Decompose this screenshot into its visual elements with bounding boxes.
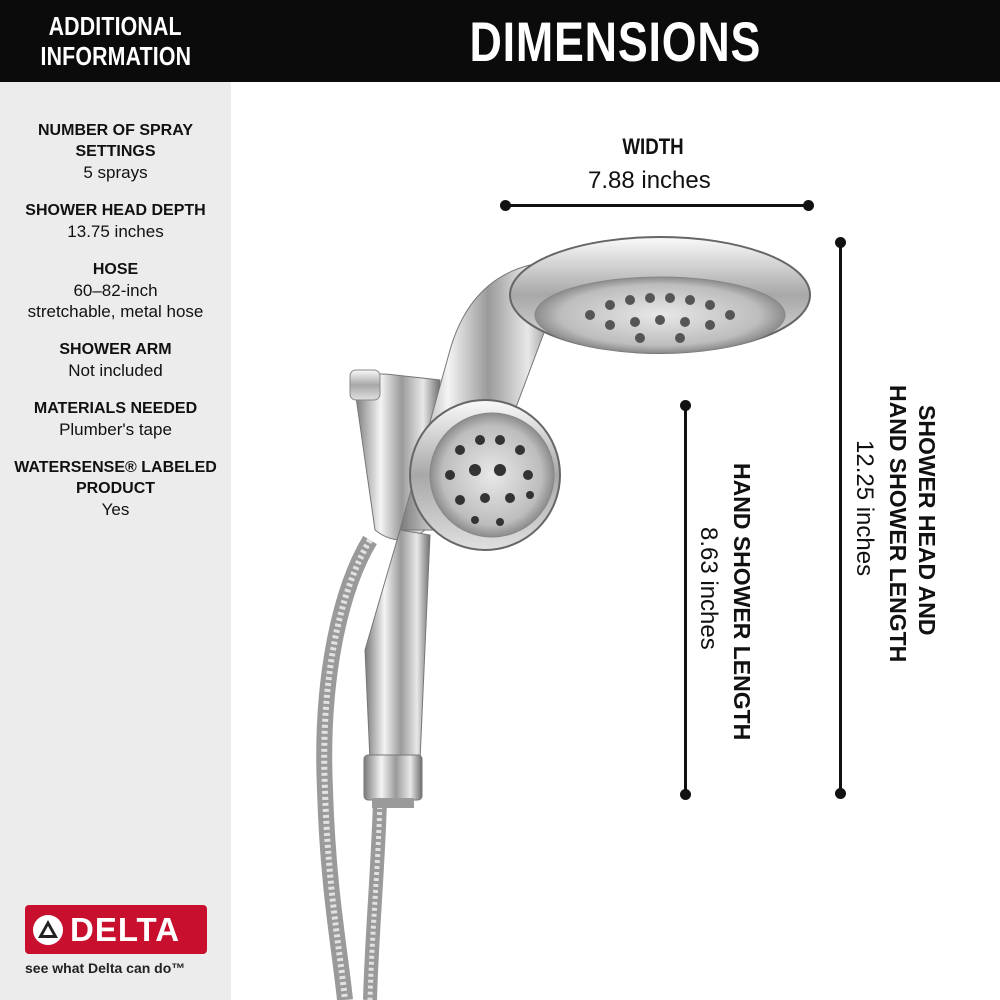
spec-value: 13.75 inches (67, 222, 164, 241)
spec-label: NUMBER OF SPRAY SETTINGS (38, 122, 193, 160)
sidebar-header-line1: ADDITIONAL (48, 11, 183, 41)
spec-materials: MATERIALS NEEDED Plumber's tape (0, 398, 231, 440)
spec-label: WATERSENSE® LABELED PRODUCT (14, 459, 217, 497)
spec-value: Not included (68, 361, 163, 380)
hand-length-value: 8.63 inches (695, 527, 722, 650)
combined-line-end-dot (835, 237, 846, 248)
spec-list: NUMBER OF SPRAY SETTINGS 5 sprays SHOWER… (0, 120, 231, 537)
spec-value: Yes (101, 500, 130, 519)
info-sidebar (0, 0, 231, 1000)
hand-length-line (684, 405, 687, 795)
delta-logo: DELTA (25, 905, 207, 954)
spec-hose: HOSE 60–82-inch stretchable, metal hose (0, 259, 231, 322)
spec-label: SHOWER HEAD DEPTH (25, 202, 206, 219)
spec-value: Plumber's tape (59, 420, 172, 439)
spec-value: 5 sprays (83, 163, 148, 182)
combined-line-end-dot (835, 788, 846, 799)
spec-label: HOSE (92, 261, 139, 278)
main-header: DIMENSIONS (231, 0, 1000, 82)
sidebar-header-line2: INFORMATION (40, 41, 191, 71)
combined-length-value: 12.25 inches (851, 440, 878, 577)
shower-head-illustration (316, 236, 811, 1000)
sidebar-header: ADDITIONAL INFORMATION (0, 0, 231, 82)
combined-length-line (839, 242, 842, 794)
hand-line-end-dot (680, 789, 691, 800)
width-line-end-dot (500, 200, 511, 211)
combined-length-label-line2: HAND SHOWER LENGTH (885, 385, 911, 663)
page-title: DIMENSIONS (469, 9, 762, 73)
spec-label: SHOWER ARM (59, 341, 172, 358)
width-value: 7.88 inches (588, 167, 711, 194)
spec-value: 60–82-inch stretchable, metal hose (27, 281, 204, 321)
brand-name: DELTA (70, 910, 181, 948)
spec-watersense: WATERSENSE® LABELED PRODUCT Yes (0, 457, 231, 520)
spec-spray-settings: NUMBER OF SPRAY SETTINGS 5 sprays (0, 120, 231, 183)
spec-shower-arm: SHOWER ARM Not included (0, 339, 231, 381)
width-line-end-dot (803, 200, 814, 211)
combined-length-label-line1: SHOWER HEAD AND (914, 405, 940, 636)
hand-line-end-dot (680, 400, 691, 411)
width-dimension-line (505, 204, 808, 207)
spec-head-depth: SHOWER HEAD DEPTH 13.75 inches (0, 200, 231, 242)
spec-label: MATERIALS NEEDED (33, 400, 198, 417)
hand-length-label: HAND SHOWER LENGTH (729, 463, 755, 741)
brand-tagline: see what Delta can do™ (25, 960, 186, 976)
delta-triangle-icon (33, 914, 63, 945)
width-label: WIDTH (622, 134, 684, 159)
